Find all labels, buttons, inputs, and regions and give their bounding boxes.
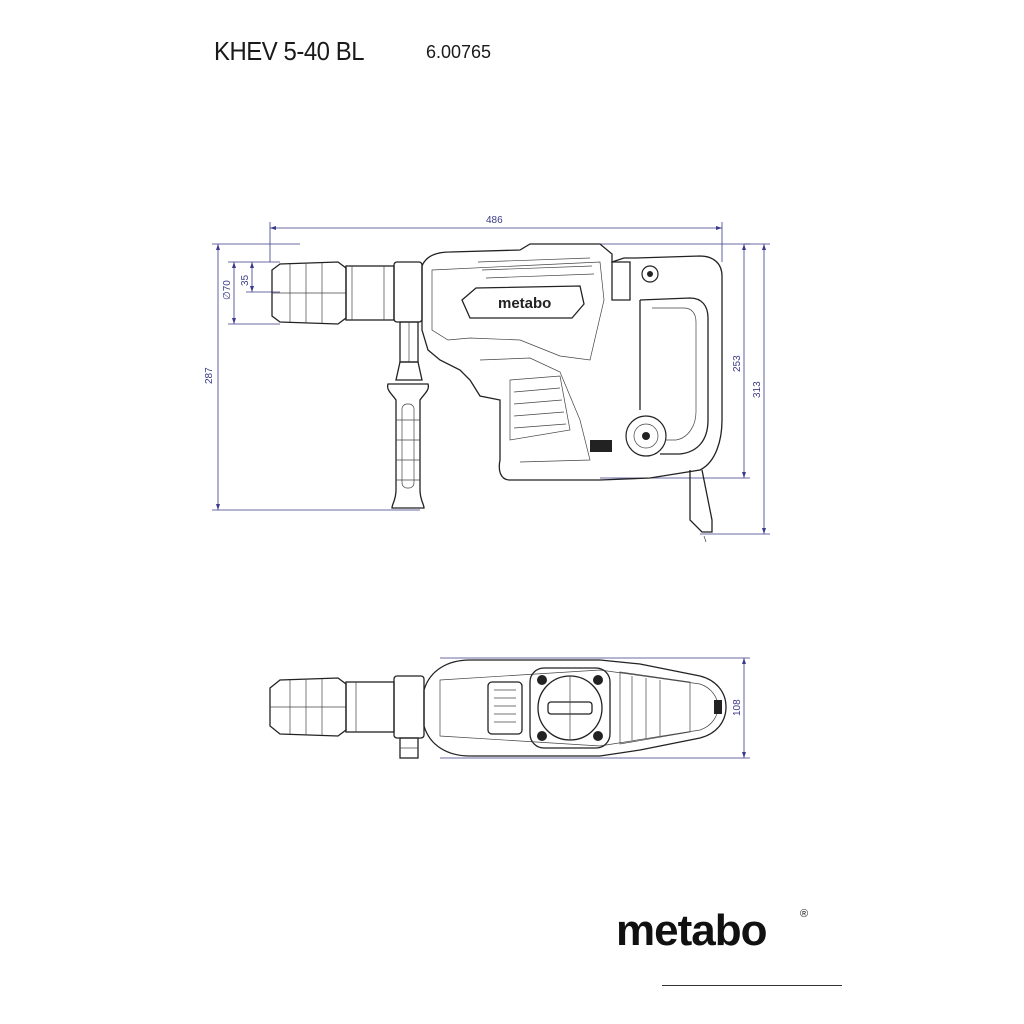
registered-mark: ®	[800, 908, 809, 920]
dim-height-total-label: 287	[204, 367, 215, 384]
dim-chuck-diameter-label: ∅70	[222, 280, 233, 300]
top-view: 108	[269, 657, 750, 759]
dim-chuck-offset-label: 35	[240, 274, 251, 286]
side-handle	[386, 261, 430, 509]
dim-height-with-cable-label: 313	[752, 381, 763, 398]
dim-body-height-label: 253	[732, 355, 743, 372]
metabo-logo: metabo	[616, 906, 767, 955]
dimension-chuck-offset: 35	[240, 262, 280, 293]
dimension-height-with-cable: 313	[700, 243, 770, 535]
dimension-width: 108	[440, 657, 750, 759]
chuck	[271, 261, 395, 325]
dimension-length: 486	[269, 215, 723, 262]
housing-brand: metabo	[498, 295, 551, 312]
dim-length-label: 486	[486, 215, 503, 226]
dimension-chuck-diameter: ∅70	[222, 261, 280, 325]
dim-width-label: 108	[732, 699, 743, 716]
footer-rule	[662, 985, 842, 986]
model-title: KHEV 5-40 BL	[214, 36, 365, 66]
dimension-body-height: 253	[600, 243, 750, 479]
side-view: 486 287 ∅70 35	[204, 215, 770, 543]
dimension-height-total: 287	[204, 243, 420, 511]
order-number: 6.00765	[426, 42, 492, 62]
housing: metabo	[421, 243, 723, 543]
